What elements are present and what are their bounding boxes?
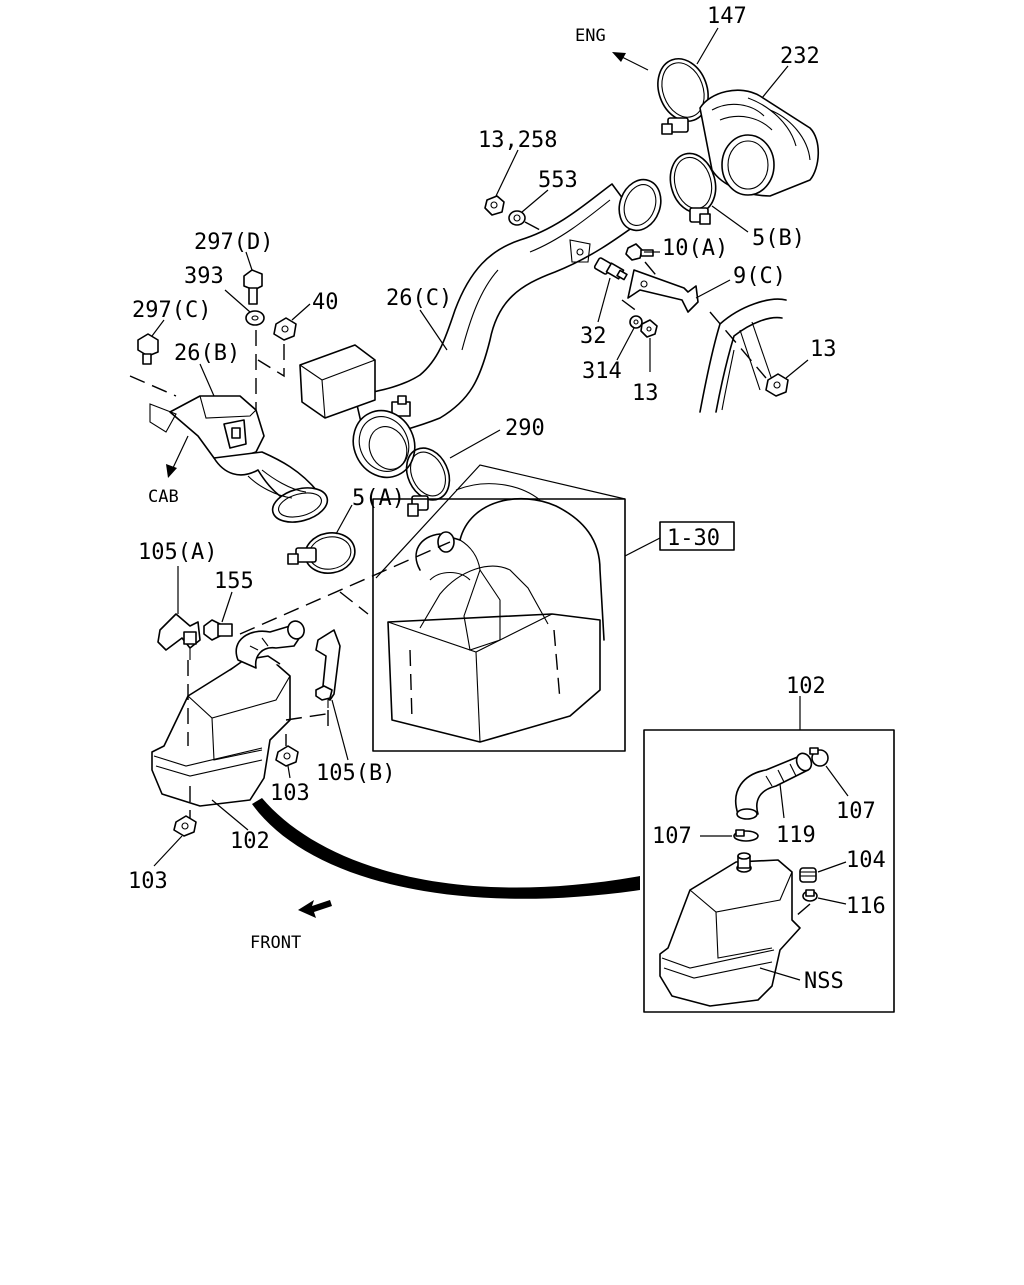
label-107-upper: 107	[836, 799, 876, 824]
clamp-147	[657, 58, 709, 135]
clamp-5b	[669, 152, 717, 225]
duct-elbow	[299, 344, 416, 479]
label-10a: 10(A)	[662, 236, 728, 261]
nut-13-258	[484, 195, 505, 216]
reference-curve-arrow	[252, 798, 640, 899]
label-314: 314	[582, 359, 622, 384]
bracket-9c	[627, 269, 699, 313]
washer-393	[245, 310, 265, 326]
label-103-lower: 103	[128, 869, 168, 894]
front-direction-arrow	[298, 900, 332, 918]
label-147: 147	[707, 4, 747, 29]
nss-detail-box	[643, 729, 895, 1013]
nut-13-right	[765, 373, 789, 397]
label-103-upper: 103	[270, 781, 310, 806]
label-107-lower: 107	[652, 824, 692, 849]
plug-104	[799, 867, 817, 883]
nut-103-lower	[173, 815, 197, 837]
bracket-105a	[157, 613, 201, 660]
label-297d: 297(D)	[194, 230, 273, 255]
label-nss: NSS	[804, 969, 844, 994]
label-155: 155	[214, 569, 254, 594]
label-119: 119	[776, 823, 816, 848]
label-105b: 105(B)	[316, 761, 395, 786]
label-1-30: 1-30	[667, 526, 720, 551]
washer-314	[629, 315, 643, 329]
nut-40	[273, 317, 297, 341]
duct-26b	[149, 395, 329, 523]
clamp-107-lower	[733, 829, 759, 842]
label-front: FRONT	[250, 933, 301, 953]
bolt-10a	[625, 243, 654, 261]
label-553: 553	[538, 168, 578, 193]
sensor-32	[593, 257, 628, 281]
label-32: 32	[580, 324, 607, 349]
label-393: 393	[184, 264, 224, 289]
bracket-105b	[315, 629, 341, 708]
label-105a: 105(A)	[138, 540, 217, 565]
cab-direction-arrow	[166, 435, 189, 478]
label-13-right: 13	[810, 337, 837, 362]
clamp-107-upper	[809, 747, 829, 767]
clamp-5a	[287, 532, 356, 574]
label-13-258: 13,258	[478, 128, 557, 153]
eng-direction-arrow	[612, 52, 649, 71]
label-232: 232	[780, 44, 820, 69]
air-cleaner-assembly	[387, 483, 605, 743]
duct-26c	[354, 178, 662, 441]
label-13-lower: 13	[632, 381, 659, 406]
bolt-297c	[137, 333, 159, 365]
plug-116	[802, 889, 818, 902]
label-116: 116	[846, 894, 886, 919]
resonator-102	[151, 620, 327, 820]
bolt-297d	[243, 269, 263, 305]
hose-232	[699, 89, 820, 197]
bolt-155	[203, 619, 233, 641]
label-102-main: 102	[230, 829, 270, 854]
resonator-nss	[659, 852, 801, 1007]
label-297c: 297(C)	[132, 298, 211, 323]
nut-13-lower	[640, 319, 658, 338]
hose-119	[734, 752, 813, 820]
label-eng: ENG	[575, 26, 606, 46]
label-102-detail: 102	[786, 674, 826, 699]
label-26c: 26(C)	[386, 286, 452, 311]
label-290: 290	[505, 416, 545, 441]
label-26b: 26(B)	[174, 341, 240, 366]
nut-103-upper	[275, 745, 299, 767]
label-cab: CAB	[148, 487, 179, 507]
label-9c: 9(C)	[733, 264, 786, 289]
washer-553	[508, 210, 526, 226]
label-104: 104	[846, 848, 886, 873]
callout-1-30-frame	[659, 521, 735, 551]
label-40: 40	[312, 290, 339, 315]
label-5b: 5(B)	[752, 226, 805, 251]
air-cleaner-callout-box	[372, 498, 626, 752]
